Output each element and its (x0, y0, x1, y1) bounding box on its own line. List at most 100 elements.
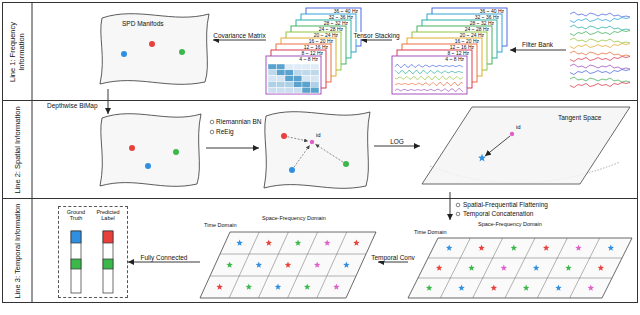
edge-label: Fully Connected (140, 254, 189, 261)
shift-arrow (284, 136, 308, 141)
band-label: 4 ~ 8 Hz (392, 57, 464, 62)
matrix-cell (277, 81, 286, 87)
grid-line (473, 238, 503, 298)
band-label: 16 ~ 20 Hz (407, 39, 479, 44)
bimap-arrow (108, 89, 109, 114)
matrix-cell (268, 64, 277, 70)
band-label: 28 ~ 32 Hz (296, 21, 348, 26)
point (289, 167, 295, 173)
manifold-sheet (100, 14, 209, 85)
feature-star (608, 245, 614, 251)
grid-line (317, 232, 347, 298)
eeg-signals (570, 12, 630, 88)
grid-line (258, 232, 288, 298)
bullet (456, 203, 460, 207)
tangent-plane (422, 107, 630, 184)
matrix-cell (285, 76, 294, 82)
matrix-cell (277, 64, 286, 70)
row-band: Ground TruthPredicted LabelSpace-Frequen… (2, 198, 638, 303)
class-cell (103, 231, 113, 243)
point (281, 133, 287, 139)
annotation: Filter Bank (521, 41, 554, 48)
bullet (210, 120, 214, 124)
feature-star (543, 245, 549, 251)
point-label: id (316, 132, 321, 139)
feature-star (333, 284, 339, 290)
tangent-space-panel: Tangent Spaceid (420, 104, 632, 192)
signal-trace (395, 70, 463, 74)
feature-star (246, 284, 252, 290)
row-title: Line 1: Frequency Information (9, 6, 26, 97)
point (121, 51, 127, 57)
feature-star (275, 284, 281, 290)
matrix-cell (294, 64, 303, 70)
feature-grid: Space-Frequency DomainTime Domain (408, 220, 634, 300)
feature-star (216, 284, 222, 290)
manifold-title: SPD Manifods (122, 20, 164, 27)
axis-label: Time Domain (414, 229, 447, 235)
grid-line (537, 238, 567, 298)
spd-manifold-2 (100, 114, 201, 187)
axis-label: Space-Frequency Domain (478, 221, 542, 227)
signal-trace (395, 88, 463, 92)
bar-label: Ground Truth (60, 209, 92, 222)
matrix-cell (311, 76, 320, 82)
feature-star (468, 265, 474, 271)
annotation: Temporal Concatenation (462, 210, 534, 217)
grid-outline (200, 232, 376, 298)
band-label: 4 ~ 8 Hz (266, 57, 318, 62)
band-label: 12 ~ 16 Hz (276, 45, 328, 50)
matrix-cell (294, 70, 303, 76)
matrix-cell (268, 87, 277, 93)
grid-line (288, 232, 318, 298)
log-arrow (485, 136, 510, 156)
node-art (262, 106, 374, 192)
band-label: 32 ~ 36 Hz (301, 15, 353, 20)
row-title: Line 3: Temporal Information (14, 202, 23, 299)
matrix-cell (277, 76, 286, 82)
feature-star (343, 262, 349, 268)
feature-star (478, 245, 484, 251)
edge-label: Temporal Conv (370, 254, 416, 261)
annotation: ReEig (215, 128, 235, 135)
band-label: 8 ~ 12 Hz (271, 51, 323, 56)
point (310, 140, 314, 144)
feature-star (533, 265, 539, 271)
row-title: Line 2: Spatial Information (14, 104, 23, 195)
matrix-cell (311, 81, 320, 87)
flow-arrow (378, 262, 408, 263)
matrix-cell (311, 87, 320, 93)
row-band: SPD Manifods36 ~ 40 Hz32 ~ 36 Hz28 ~ 32 … (2, 2, 638, 101)
feature-star (304, 284, 310, 290)
grid-line (220, 254, 366, 255)
manifold-panel: id (262, 106, 374, 192)
feature-star (458, 285, 464, 291)
matrix-cell (302, 81, 311, 87)
class-cell (103, 259, 113, 269)
grid-outline (408, 238, 632, 298)
grid-line (570, 238, 600, 298)
edge-label: Tensor Stacking (352, 32, 400, 39)
bn-arrow (206, 148, 259, 149)
bullet (456, 212, 460, 216)
feature-star (256, 262, 262, 268)
flow-arrow (450, 192, 451, 220)
spd-manifold: SPD Manifods (98, 8, 213, 88)
grid-line (428, 258, 622, 259)
feature-star (324, 240, 330, 246)
grid-line (440, 238, 470, 298)
band-frame (392, 56, 467, 94)
feature-star (426, 285, 432, 291)
band-label: 16 ~ 20 Hz (281, 39, 333, 44)
annotation: Spatial-Frequential Flattening (462, 201, 549, 208)
row-band: id Tangent Spaceid Line 2: Spatial Informa… (2, 100, 638, 199)
feature-star (266, 240, 272, 246)
feature-star (555, 285, 561, 291)
edge-label: LOG (389, 138, 405, 145)
band-label: 28 ~ 32 Hz (422, 21, 494, 26)
bullet (210, 130, 214, 134)
point (510, 132, 514, 136)
band-label: 24 ~ 28 Hz (291, 27, 343, 32)
signal-trace (395, 82, 463, 86)
